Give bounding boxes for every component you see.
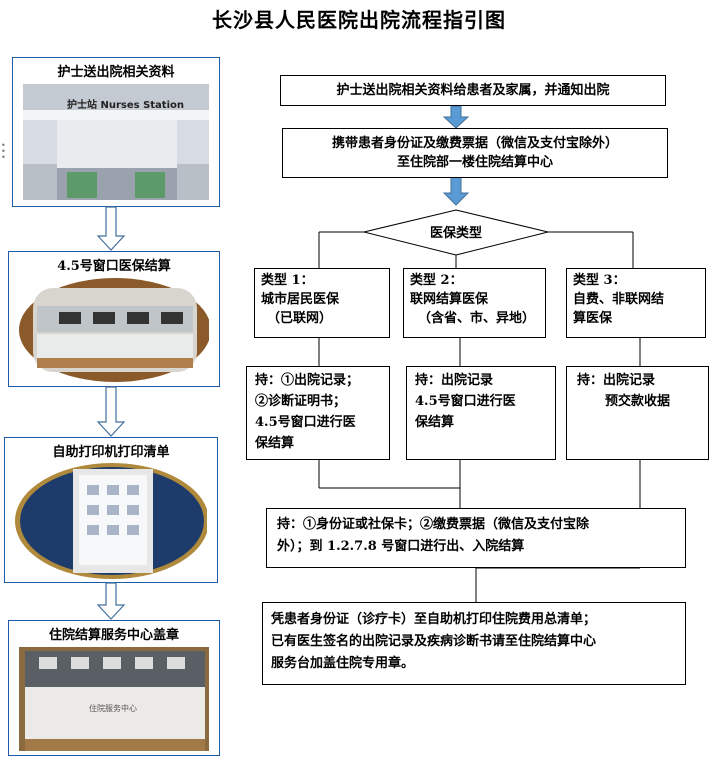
type-line: （含省、市、异地） bbox=[418, 311, 536, 326]
hollow-down-arrow-icon bbox=[96, 206, 126, 251]
flow-step-text: 外）；到 1.2.7.8 号窗口进行出、入院结算 bbox=[277, 539, 525, 554]
down-arrow-icon bbox=[442, 176, 470, 206]
type-head: 类型 1： bbox=[261, 273, 314, 288]
flow-step-settlement: 持：①身份证或社保卡；②缴费票据（微信及支付宝除 外）；到 1.2.7.8 号窗… bbox=[266, 508, 686, 568]
flow-step-text: 至住院部一楼住院结算中心 bbox=[396, 155, 553, 170]
flow-step-text: 凭患者身份证（诊疗卡）至自助机打印住院费用总清单； bbox=[271, 612, 597, 627]
left-step-window: 4.5号窗口医保结算 bbox=[8, 251, 220, 387]
type-1-box: 类型 1： 城市居民医保 （已联网） bbox=[254, 268, 390, 338]
flow-step-bring-documents: 携带患者身份证及缴费票据（微信及支付宝除外） 至住院部一楼住院结算中心 bbox=[282, 128, 668, 178]
left-step-stamp: 住院结算服务中心盖章 住院服务中心 bbox=[8, 620, 220, 756]
hold-3-box: 持：出院记录 预交款收据 bbox=[566, 366, 709, 460]
flow-step-text: 护士送出院相关资料给患者及家属，并通知出院 bbox=[336, 83, 610, 98]
decision-label: 医保类型 bbox=[429, 226, 482, 241]
left-step-nurse: 护士送出院相关资料 护士站 Nurses Station bbox=[12, 57, 220, 207]
hold-1-box: 持：①出院记录； ②诊断证明书； 4.5号窗口进行医 保结算 bbox=[246, 366, 390, 460]
hold-line: ②诊断证明书； bbox=[255, 394, 347, 409]
flow-step-text: 携带患者身份证及缴费票据（微信及支付宝除外） bbox=[331, 136, 618, 151]
hold-line: 4.5号窗口进行医 bbox=[255, 415, 356, 430]
hold-line: 持：出院记录 bbox=[415, 373, 494, 388]
service-center-sign: 住院服务中心 bbox=[89, 704, 137, 713]
type-line: 联网结算医保 bbox=[410, 292, 489, 307]
left-step-label: 4.5号窗口医保结算 bbox=[57, 259, 171, 274]
hold-line: 持：①出院记录； bbox=[255, 373, 360, 388]
type-3-box: 类型 3： 自费、非联网结 算医保 bbox=[566, 268, 706, 338]
type-head: 类型 2： bbox=[410, 273, 463, 288]
left-step-printer: 自助打印机打印清单 bbox=[4, 437, 218, 583]
page-title: 长沙县人民医院出院流程指引图 bbox=[212, 8, 506, 32]
type-head: 类型 3： bbox=[573, 273, 626, 288]
nurse-station-sign: 护士站 Nurses Station bbox=[67, 100, 184, 111]
type-line: 自费、非联网结 bbox=[573, 292, 665, 307]
hollow-down-arrow-icon bbox=[96, 582, 126, 620]
down-arrow-icon bbox=[442, 105, 470, 129]
left-step-label: 住院结算服务中心盖章 bbox=[48, 628, 179, 643]
flow-step-notify: 护士送出院相关资料给患者及家属，并通知出院 bbox=[280, 75, 666, 106]
handle-dots-icon: ••• bbox=[1, 141, 6, 162]
left-step-label: 自助打印机打印清单 bbox=[52, 445, 170, 460]
left-step-label: 护士送出院相关资料 bbox=[57, 65, 175, 80]
hollow-down-arrow-icon bbox=[96, 386, 126, 437]
hold-line: 保结算 bbox=[255, 436, 295, 451]
flow-step-text: 持：①身份证或社保卡；②缴费票据（微信及支付宝除 bbox=[277, 517, 590, 532]
printer-photo bbox=[15, 463, 207, 579]
hold-2-box: 持：出院记录 4.5号窗口进行医 保结算 bbox=[406, 366, 556, 460]
flow-step-print-and-stamp: 凭患者身份证（诊疗卡）至自助机打印住院费用总清单； 已有医生签名的出院记录及疾病… bbox=[262, 602, 686, 685]
hold-line: 预交款收据 bbox=[605, 394, 671, 409]
window-photo bbox=[19, 278, 209, 382]
hold-line: 保结算 bbox=[415, 415, 455, 430]
type-line: 城市居民医保 bbox=[261, 292, 340, 307]
hold-line: 4.5号窗口进行医 bbox=[415, 394, 516, 409]
flow-step-text: 服务台加盖住院专用章。 bbox=[271, 656, 415, 671]
type-line: 算医保 bbox=[573, 311, 613, 326]
nurse-station-photo: 护士站 Nurses Station bbox=[23, 84, 209, 200]
flow-step-text: 已有医生签名的出院记录及疾病诊断书请至住院结算中心 bbox=[271, 634, 597, 649]
type-2-box: 类型 2： 联网结算医保 （含省、市、异地） bbox=[403, 268, 546, 338]
hold-line: 持：出院记录 bbox=[577, 373, 656, 388]
service-center-photo: 住院服务中心 bbox=[19, 647, 209, 751]
type-line: （已联网） bbox=[267, 311, 333, 326]
